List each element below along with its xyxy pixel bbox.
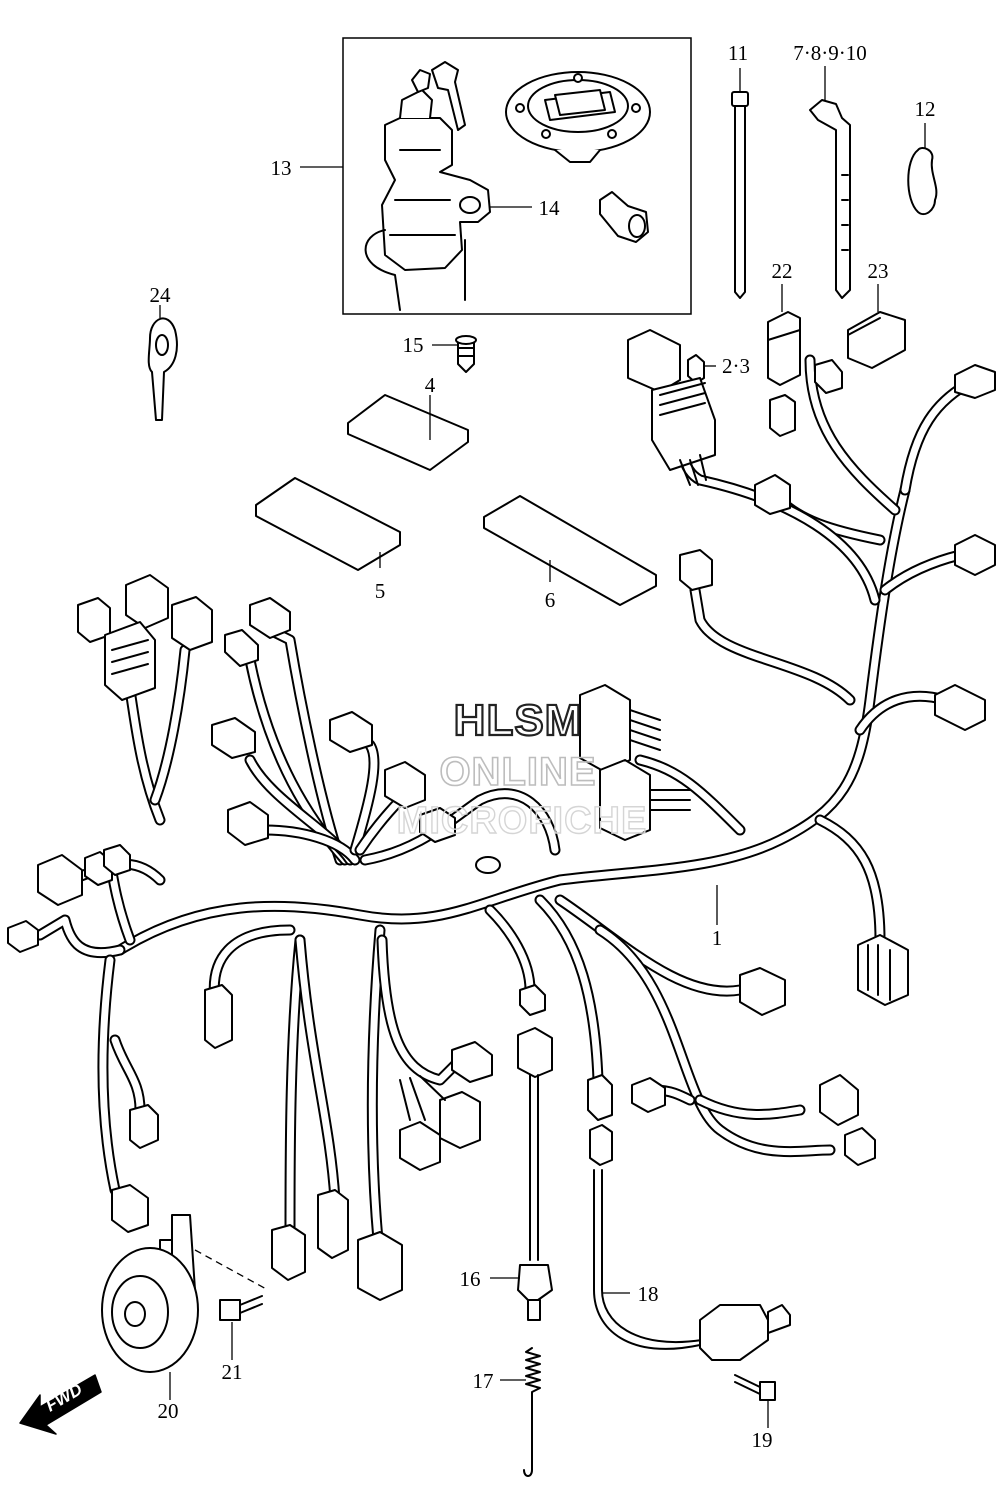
horn-20 <box>101 1214 269 1400</box>
watermark-line-1: HLSM <box>454 696 583 745</box>
fuel-cap-assembly <box>505 71 651 163</box>
tape-4 <box>347 394 469 471</box>
callout-6: 6 <box>545 588 556 612</box>
callout-24: 24 <box>150 283 172 307</box>
tape-5 <box>255 477 401 571</box>
callout-16: 16 <box>460 1267 481 1291</box>
bolt-21 <box>219 1295 263 1360</box>
callout-22: 22 <box>772 259 793 283</box>
cable-tie-7-10 <box>809 66 851 299</box>
harness-loop <box>475 856 501 874</box>
key-lock-cylinder <box>599 191 649 243</box>
forward-direction-arrow: FWD <box>19 1374 102 1435</box>
connector-blocks <box>7 329 996 1301</box>
callout-21: 21 <box>222 1360 243 1384</box>
ignition-set-box <box>342 37 692 315</box>
callout-2-3: 2·3 <box>722 354 750 378</box>
ignition-switch-assembly <box>364 61 491 311</box>
callout-23: 23 <box>868 259 889 283</box>
callout-12: 12 <box>915 97 936 121</box>
screw-15 <box>455 335 477 373</box>
bolt-19 <box>734 1374 776 1428</box>
watermark-line-3: MICROFICHE <box>397 800 648 842</box>
callout-4: 4 <box>425 373 436 397</box>
stop-switch-16 <box>490 1074 553 1321</box>
callout-7-8-9-10: 7·8·9·10 <box>793 41 866 65</box>
fuse-2-3 <box>687 354 716 384</box>
ignition-key <box>147 305 178 421</box>
main-wiring-harness <box>7 329 996 1301</box>
callout-14: 14 <box>539 196 561 220</box>
callout-13: 13 <box>271 156 292 180</box>
callout-19: 19 <box>752 1428 773 1452</box>
callout-5: 5 <box>375 579 386 603</box>
callout-1: 1 <box>712 926 723 950</box>
watermark: HLSM ONLINE MICROFICHE <box>396 695 648 843</box>
callout-11: 11 <box>728 41 748 65</box>
relay-23 <box>847 284 906 369</box>
switch-18 <box>593 1169 791 1361</box>
ignition-switch-group <box>300 37 692 373</box>
watermark-line-2: ONLINE <box>439 750 596 794</box>
callout-labels: 1 2·3 4 5 6 7·8·9·10 11 12 13 14 15 16 1… <box>150 41 936 1452</box>
spring-17 <box>500 1347 541 1477</box>
clamp-12 <box>907 123 938 216</box>
callout-18: 18 <box>638 1282 659 1306</box>
horn-mount-dashed-line <box>194 1249 269 1291</box>
tape-6 <box>483 495 657 606</box>
callout-20: 20 <box>158 1399 179 1423</box>
callout-17: 17 <box>473 1369 494 1393</box>
relay-22 <box>767 284 801 386</box>
cable-tie-11 <box>731 68 749 299</box>
callout-15: 15 <box>403 333 424 357</box>
